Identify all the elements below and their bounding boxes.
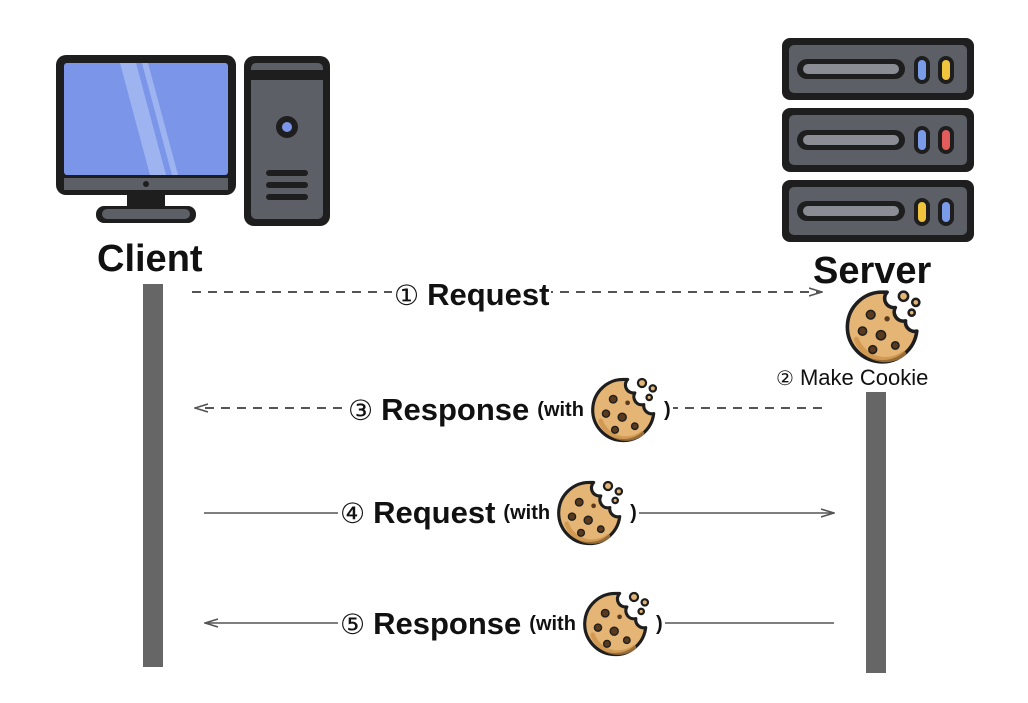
server-label: Server [813, 250, 932, 292]
server-rack-icon [782, 38, 974, 242]
step-5-number: ⑤ [340, 607, 366, 641]
step-3-number: ③ [348, 393, 374, 427]
step-1-number: ① [394, 278, 420, 312]
step-3-close-paren: ) [663, 398, 671, 421]
step-5-with: (with [529, 612, 576, 635]
step-3-label: ③ Response (with ) [346, 374, 673, 446]
step-4-number: ④ [340, 496, 366, 530]
step-4-label: ④ Request (with ) [338, 477, 639, 549]
cookie-icon [847, 292, 919, 362]
step-5-text: Response [373, 606, 522, 641]
step-5-label: ⑤ Response (with ) [338, 588, 665, 660]
step-4-close-paren: ) [630, 501, 637, 524]
step-1-label: ① Request [392, 277, 552, 313]
step-4-with: (with [503, 501, 551, 524]
step-2-text: Make Cookie [799, 365, 929, 390]
step-3-text: Response [381, 392, 530, 427]
client-label: Client [97, 238, 203, 280]
client-lifeline [143, 284, 163, 667]
step-2-label: ② Make Cookie [776, 365, 928, 391]
cookie-icon [554, 477, 626, 549]
step-5-close-paren: ) [655, 612, 663, 635]
server-lifeline [866, 392, 886, 673]
step-2-number: ② [776, 366, 794, 390]
desktop-computer-icon [56, 55, 330, 226]
step-1-text: Request [427, 277, 550, 312]
cookie-icon [580, 588, 652, 660]
step-4-text: Request [373, 495, 496, 530]
cookie-icon [588, 374, 660, 446]
step-3-with: (with [537, 398, 584, 421]
